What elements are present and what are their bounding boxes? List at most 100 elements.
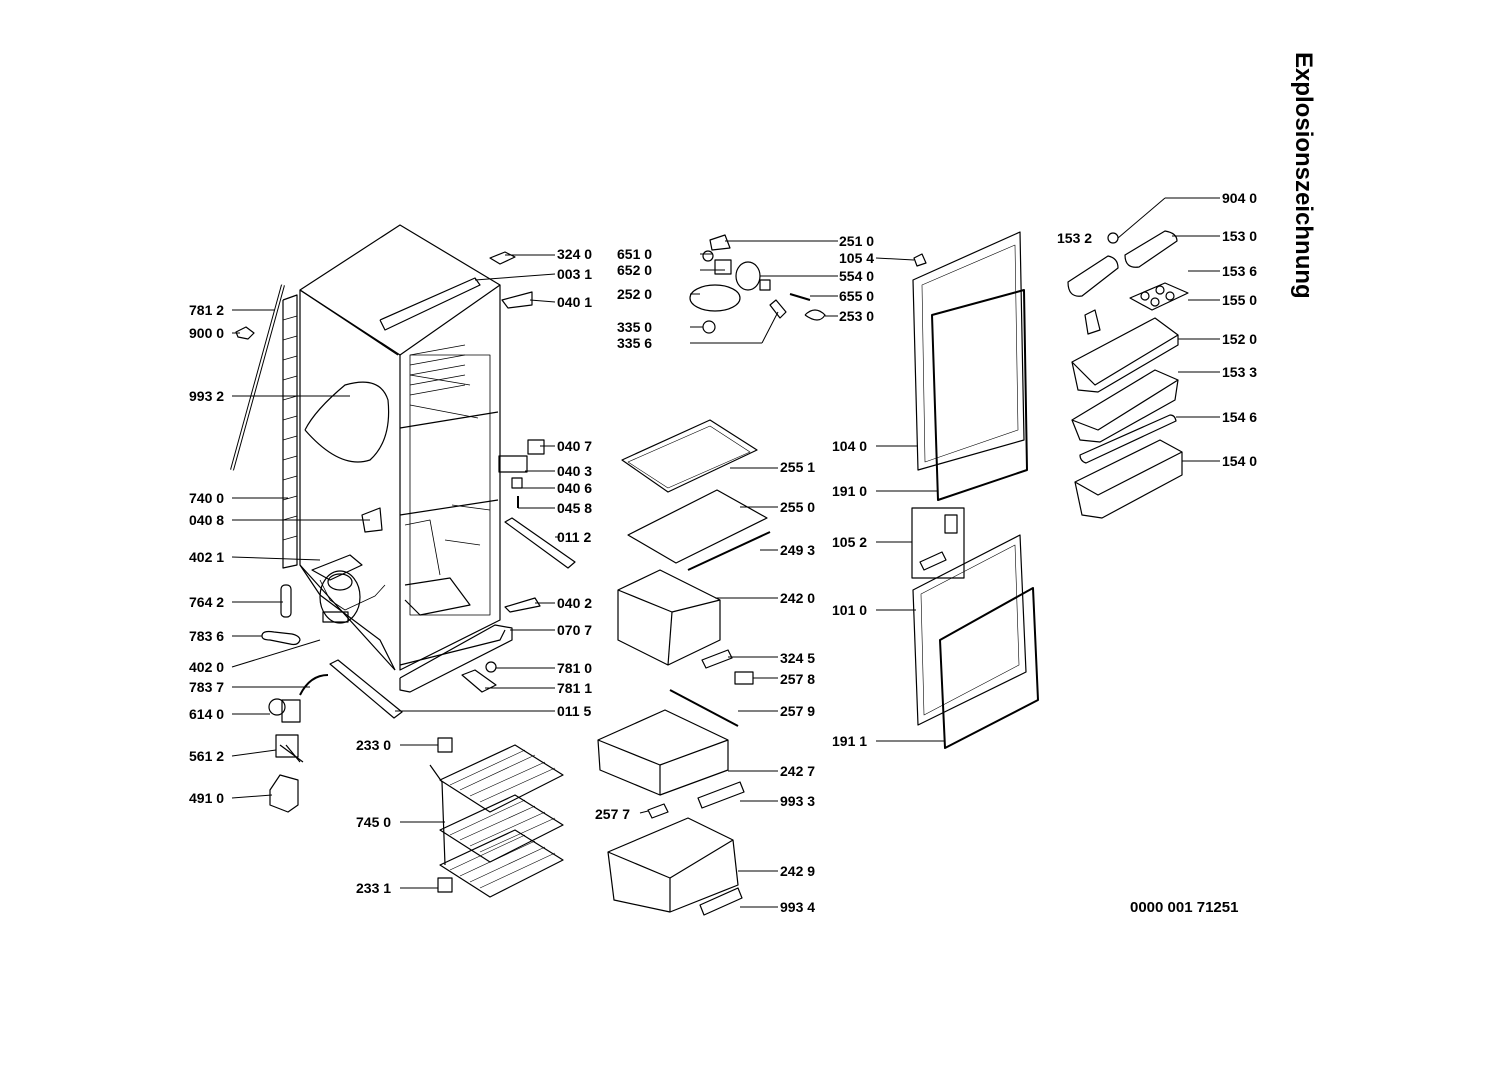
rail-154-6	[1079, 414, 1177, 464]
label-070-7: 070 7	[557, 622, 592, 638]
label-153-3: 153 3	[1222, 364, 1257, 380]
label-335-0: 335 0	[617, 319, 652, 335]
label-104-0: 104 0	[832, 438, 867, 454]
label-233-0: 233 0	[356, 737, 391, 753]
label-105-2: 105 2	[832, 534, 867, 550]
label-781-0: 781 0	[557, 660, 592, 676]
lid-153-2	[1067, 255, 1119, 297]
label-101-0: 101 0	[832, 602, 867, 618]
label-781-1: 781 1	[557, 680, 592, 696]
gasket-191-0	[931, 289, 1028, 501]
label-040-3: 040 3	[557, 463, 592, 479]
clip-900-0	[235, 326, 255, 340]
label-251-0: 251 0	[839, 233, 874, 249]
label-154-0: 154 0	[1222, 453, 1257, 469]
label-781-2: 781 2	[189, 302, 224, 318]
label-153-6: 153 6	[1222, 263, 1257, 279]
clip-233-1	[437, 877, 453, 893]
hinge-set-105-2	[911, 507, 965, 579]
label-003-1: 003 1	[557, 266, 592, 282]
label-402-0: 402 0	[189, 659, 224, 675]
label-255-1: 255 1	[780, 459, 815, 475]
lower-door-101-0	[912, 534, 1027, 726]
label-011-2: 011 2	[557, 529, 591, 545]
label-783-7: 783 7	[189, 679, 224, 695]
door-shelf-152-0	[1071, 317, 1179, 393]
wire-shelves-745-0	[429, 744, 564, 898]
door-shelf-153-3	[1071, 369, 1179, 443]
part-324-0	[489, 251, 516, 265]
label-614-0: 614 0	[189, 706, 224, 722]
bottle-shelf-154-0	[1074, 439, 1183, 519]
label-155-0: 155 0	[1222, 292, 1257, 308]
diagram-title: Explosionszeichnung	[1290, 52, 1317, 299]
compressor	[311, 554, 363, 624]
upper-door-104-0	[912, 231, 1025, 471]
label-255-0: 255 0	[780, 499, 815, 515]
trim-249-3	[687, 531, 771, 571]
label-040-1: 040 1	[557, 294, 592, 310]
crisper-242-9	[607, 817, 739, 913]
label-993-3: 993 3	[780, 793, 815, 809]
egg-rack-155-0	[1129, 282, 1189, 311]
lid-153-0	[1124, 230, 1178, 268]
label-764-2: 764 2	[189, 594, 224, 610]
label-153-0: 153 0	[1222, 228, 1257, 244]
rail-257-9	[669, 689, 739, 727]
grill-781-1	[461, 669, 497, 693]
part-257-7	[647, 803, 669, 819]
drier-764-2	[280, 584, 292, 618]
drawing-number: 0000 001 71251	[1130, 899, 1238, 916]
label-233-1: 233 1	[356, 880, 391, 896]
label-783-6: 783 6	[189, 628, 224, 644]
label-242-0: 242 0	[780, 590, 815, 606]
label-335-6: 335 6	[617, 335, 652, 351]
bin-242-0	[617, 569, 721, 666]
part-040-6	[511, 477, 523, 489]
condenser-coil	[282, 294, 298, 569]
label-253-0: 253 0	[839, 308, 874, 324]
gasket-191-1	[939, 587, 1039, 749]
label-152-0: 152 0	[1222, 331, 1257, 347]
starter-561-2	[275, 734, 304, 763]
part-040-2	[504, 597, 541, 613]
label-257-8: 257 8	[780, 671, 815, 687]
label-242-9: 242 9	[780, 863, 815, 879]
part-040-1	[501, 291, 533, 309]
bracket-153-6	[1084, 309, 1101, 335]
label-554-0: 554 0	[839, 268, 874, 284]
label-900-0: 900 0	[189, 325, 224, 341]
leader-lines	[231, 197, 1220, 908]
label-324-0: 324 0	[557, 246, 592, 262]
label-252-0: 252 0	[617, 286, 652, 302]
glass-shelf-255-1	[621, 419, 758, 493]
strip-011-2	[504, 517, 576, 569]
glass-plate-255-0	[627, 489, 768, 564]
part-040-7	[527, 439, 545, 455]
label-191-1: 191 1	[832, 733, 867, 749]
label-045-8: 045 8	[557, 500, 592, 516]
label-651-0: 651 0	[617, 246, 652, 262]
label-249-3: 249 3	[780, 542, 815, 558]
wire-783-7	[299, 674, 329, 696]
label-011-5: 011 5	[557, 703, 591, 719]
label-561-2: 561 2	[189, 748, 224, 764]
label-904-0: 904 0	[1222, 190, 1257, 206]
part-324-5	[701, 649, 733, 669]
label-745-0: 745 0	[356, 814, 391, 830]
label-740-0: 740 0	[189, 490, 224, 506]
hose-783-6	[261, 630, 301, 646]
part-781-0	[485, 661, 497, 673]
cover-491-0	[269, 774, 299, 813]
label-154-6: 154 6	[1222, 409, 1257, 425]
relay-614-0	[268, 698, 301, 723]
part-040-3	[498, 455, 528, 473]
label-040-8: 040 8	[189, 512, 224, 528]
trim-993-3	[697, 781, 745, 809]
part-labels: 324 0 003 1 040 1 781 2 900 0 993 2 740 …	[189, 190, 1257, 916]
part-040-8	[361, 507, 383, 533]
cabinet-body	[299, 224, 513, 693]
label-040-7: 040 7	[557, 438, 592, 454]
